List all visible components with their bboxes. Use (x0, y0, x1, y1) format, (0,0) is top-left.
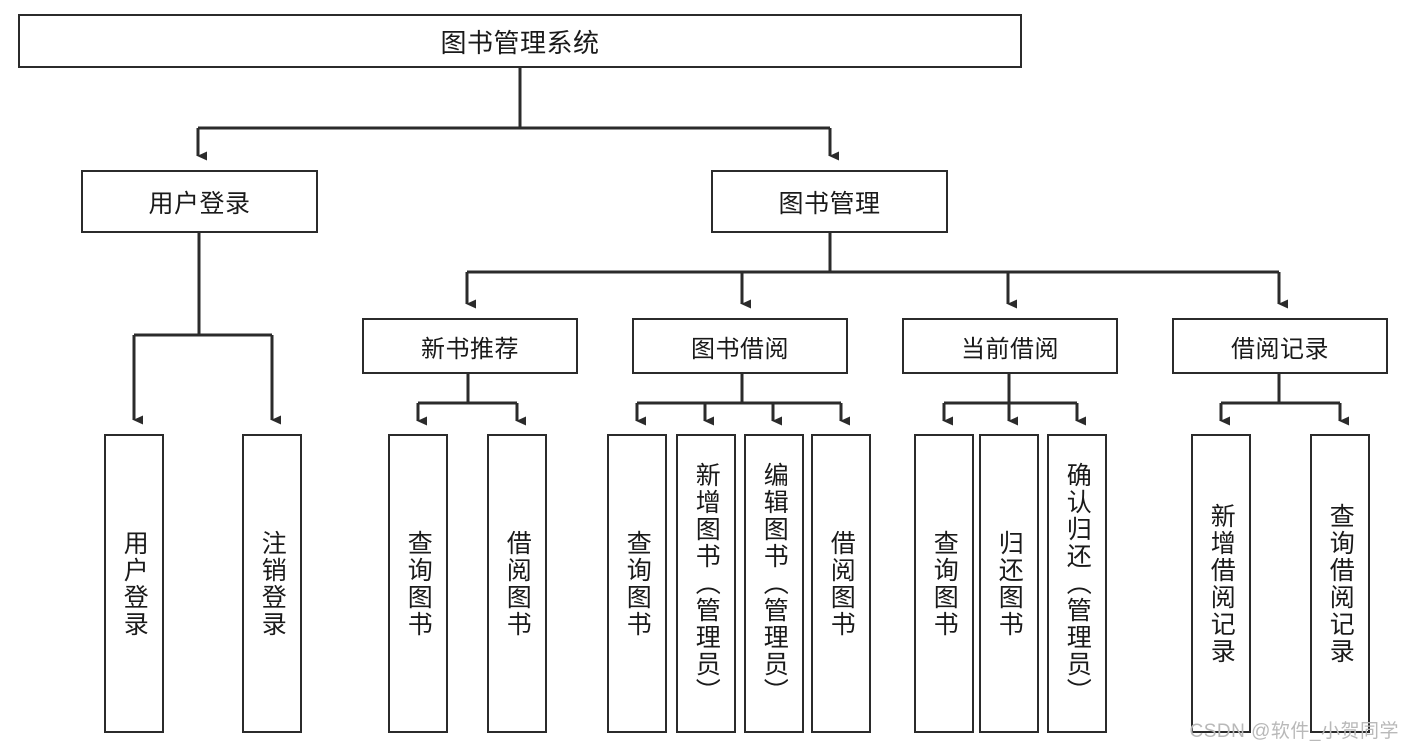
leaf-book-borrow-add-book-admin[interactable]: 新增图书（管理员） (676, 434, 736, 733)
leaf-borrow-record-add-record[interactable]: 新增借阅记录 (1191, 434, 1251, 733)
node-book-management[interactable]: 图书管理 (711, 170, 948, 233)
leaf-label: 借阅图书 (827, 529, 856, 638)
csdn-watermark: CSDN @软件_小贺同学 (1189, 721, 1399, 742)
leaf-label: 查询借阅记录 (1326, 502, 1355, 665)
node-label: 当前借阅 (961, 335, 1059, 363)
node-borrow-record[interactable]: 借阅记录 (1172, 318, 1388, 374)
leaf-current-borrow-return-book[interactable]: 归还图书 (979, 434, 1039, 733)
node-label: 图书借阅 (691, 335, 789, 363)
leaf-label: 新增图书（管理员） (692, 462, 721, 705)
leaf-label: 注销登录 (258, 529, 287, 638)
leaf-user-login-logout[interactable]: 注销登录 (242, 434, 302, 733)
node-label: 新书推荐 (421, 335, 519, 363)
node-book-borrow[interactable]: 图书借阅 (632, 318, 848, 374)
node-current-borrow[interactable]: 当前借阅 (902, 318, 1118, 374)
leaf-label: 归还图书 (995, 529, 1024, 638)
leaf-book-borrow-edit-book-admin[interactable]: 编辑图书（管理员） (744, 434, 804, 733)
leaf-new-book-query-book[interactable]: 查询图书 (388, 434, 448, 733)
leaf-user-login-login[interactable]: 用户登录 (104, 434, 164, 733)
leaf-label: 查询图书 (623, 529, 652, 638)
leaf-label: 新增借阅记录 (1207, 502, 1236, 665)
node-label: 图书管理系统 (440, 27, 600, 58)
leaf-new-book-borrow-book[interactable]: 借阅图书 (487, 434, 547, 733)
node-user-login[interactable]: 用户登录 (81, 170, 318, 233)
node-root-book-management-system[interactable]: 图书管理系统 (18, 14, 1022, 68)
node-label: 用户登录 (148, 189, 251, 218)
node-new-book-recommend[interactable]: 新书推荐 (362, 318, 578, 374)
leaf-current-borrow-query-book[interactable]: 查询图书 (914, 434, 974, 733)
leaf-borrow-record-query-record[interactable]: 查询借阅记录 (1310, 434, 1370, 733)
leaf-label: 用户登录 (120, 529, 149, 638)
leaf-label: 借阅图书 (503, 529, 532, 638)
leaf-current-borrow-confirm-return-admin[interactable]: 确认归还（管理员） (1047, 434, 1107, 733)
leaf-book-borrow-query-book[interactable]: 查询图书 (607, 434, 667, 733)
node-label: 图书管理 (778, 189, 881, 218)
leaf-book-borrow-borrow-book[interactable]: 借阅图书 (811, 434, 871, 733)
leaf-label: 查询图书 (930, 529, 959, 638)
leaf-label: 确认归还（管理员） (1063, 462, 1092, 705)
leaf-label: 编辑图书（管理员） (760, 462, 789, 705)
node-label: 借阅记录 (1231, 335, 1329, 363)
leaf-label: 查询图书 (404, 529, 433, 638)
